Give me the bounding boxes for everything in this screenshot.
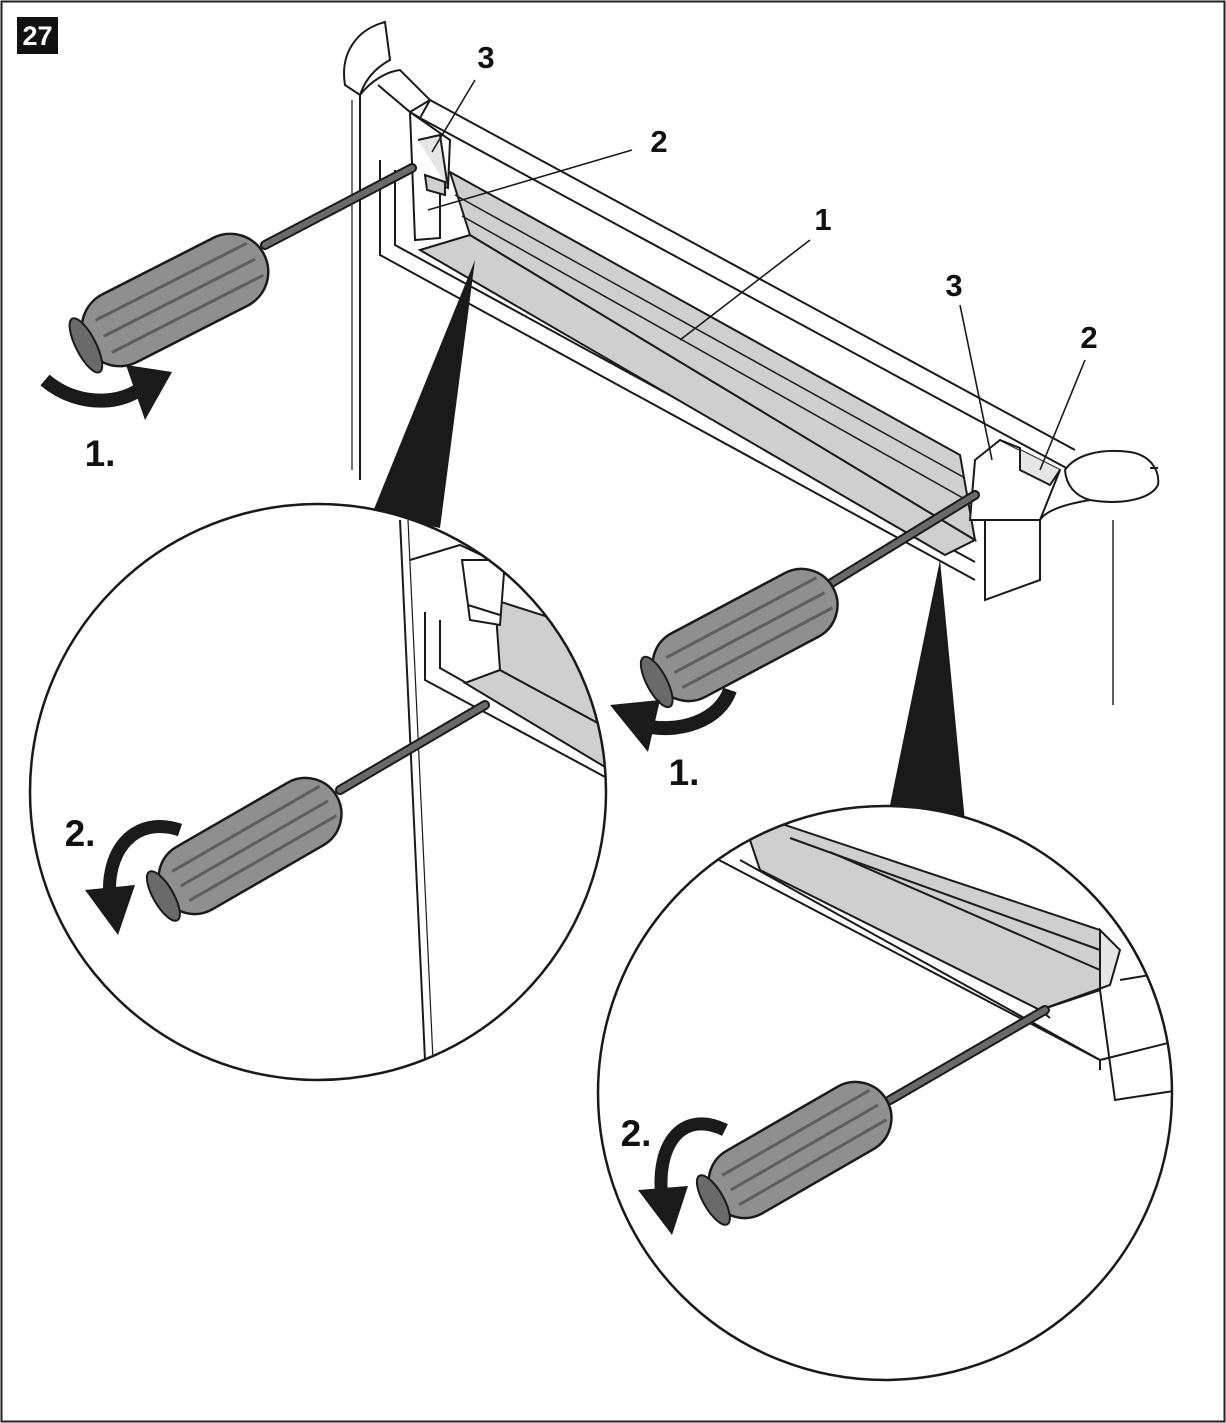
right-clip-part-2 xyxy=(968,438,1062,602)
figure-number-badge: 27 xyxy=(17,17,58,54)
zoom-detail-right xyxy=(596,804,1174,1382)
callout-label-2-left: 2 xyxy=(650,124,667,159)
rotation-arrow-step-2-left xyxy=(85,820,183,935)
rotation-arrow-step-1-left xyxy=(40,365,172,420)
device-housing xyxy=(343,20,1160,705)
rotation-arrow-step-1-right xyxy=(610,687,737,752)
zoom-detail-left xyxy=(28,502,608,1082)
screwdriver-middle-right xyxy=(639,490,980,709)
step-label-1-left: 1. xyxy=(85,433,116,474)
step-label-1-right: 1. xyxy=(669,752,700,793)
step-label-2-right: 2. xyxy=(621,1113,652,1154)
screwdriver-top-left xyxy=(68,163,417,374)
callout-label-3-left: 3 xyxy=(477,40,494,75)
zoom-wedge-left xyxy=(372,260,475,528)
cover-strip-part-1 xyxy=(417,169,978,557)
callout-label-2-right: 2 xyxy=(1080,320,1097,355)
step-label-2-left: 2. xyxy=(65,813,96,854)
callout-leaders xyxy=(427,79,1086,471)
callout-label-1: 1 xyxy=(814,202,831,237)
figure-number: 27 xyxy=(22,21,52,51)
left-clip-part-2 xyxy=(408,99,452,242)
zoom-wedge-right xyxy=(888,560,965,822)
callout-label-3-right: 3 xyxy=(945,268,962,303)
rotation-arrow-step-2-right xyxy=(638,1117,728,1235)
